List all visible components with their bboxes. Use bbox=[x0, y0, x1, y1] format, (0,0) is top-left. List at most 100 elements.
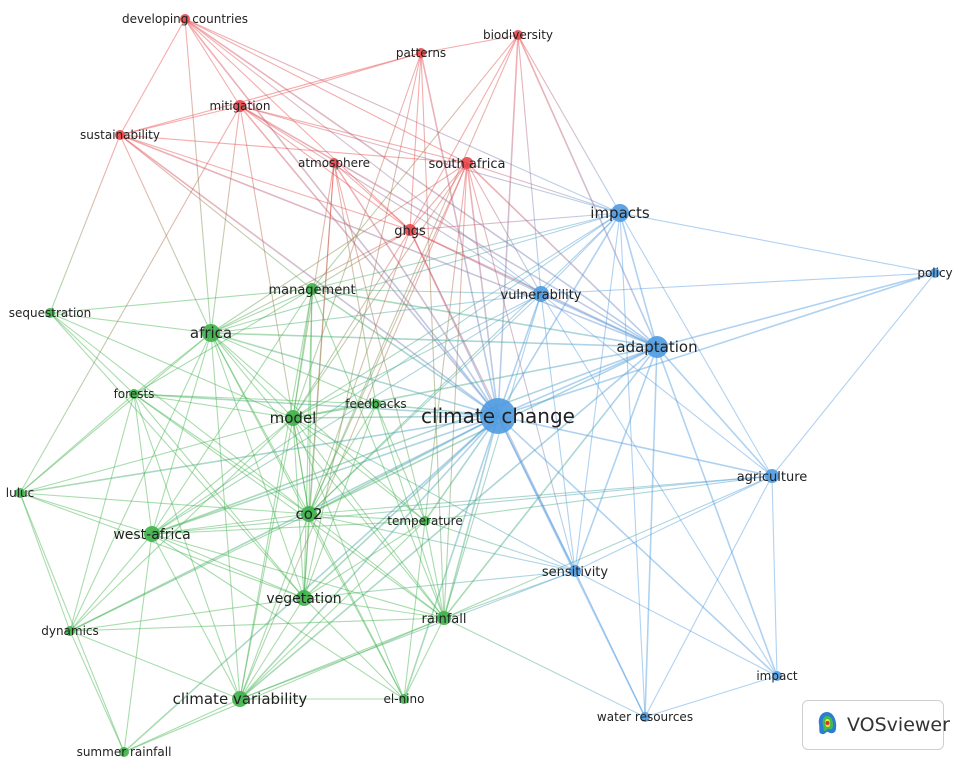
node-mitigation[interactable] bbox=[234, 100, 246, 112]
link-africa-co2 bbox=[210, 332, 310, 515]
link-ghgs-management bbox=[311, 229, 411, 290]
node-dynamics[interactable] bbox=[65, 626, 75, 636]
link-impacts-management bbox=[311, 212, 621, 290]
vosviewer-badge: VOSviewer bbox=[802, 700, 950, 750]
link-climate-change-dynamics bbox=[69, 415, 499, 632]
link-rainfall-water-resources bbox=[443, 617, 646, 718]
link-luluc-dynamics bbox=[19, 492, 71, 632]
link-co2-el-nino bbox=[308, 513, 405, 700]
link-management-model bbox=[292, 288, 313, 419]
node-label-feedbacks: feedbacks bbox=[345, 397, 406, 411]
link-sustainability-ghgs bbox=[119, 134, 411, 231]
link-climate-change-forests bbox=[133, 393, 499, 417]
node-el-nino[interactable] bbox=[399, 694, 409, 704]
link-mitigation-vulnerability bbox=[239, 105, 542, 295]
node-ghgs[interactable] bbox=[404, 224, 416, 236]
link-biodiversity-impacts bbox=[517, 34, 621, 214]
link-climate-change-el-nino bbox=[403, 415, 499, 700]
node-forests[interactable] bbox=[129, 389, 139, 399]
link-vulnerability-management bbox=[311, 288, 542, 295]
node-atmosphere[interactable] bbox=[329, 158, 339, 168]
link-south-africa-impacts bbox=[466, 162, 621, 214]
link-feedbacks-vegetation bbox=[303, 403, 377, 599]
link-co2-vegetation bbox=[303, 513, 310, 599]
node-management[interactable] bbox=[306, 283, 318, 295]
node-sustainability[interactable] bbox=[115, 130, 125, 140]
link-impacts-co2 bbox=[308, 212, 621, 515]
node-water-resources[interactable] bbox=[640, 712, 650, 722]
link-agriculture-impact bbox=[771, 475, 778, 677]
link-adaptation-climate-variability bbox=[239, 346, 658, 700]
node-label-vulnerability: vulnerability bbox=[501, 288, 582, 303]
node-climate-change[interactable] bbox=[480, 398, 516, 434]
node-label-atmosphere: atmosphere bbox=[298, 156, 370, 170]
link-policy-agriculture bbox=[771, 272, 936, 477]
node-vulnerability[interactable] bbox=[533, 286, 549, 302]
link-management-vegetation bbox=[303, 288, 313, 599]
link-vulnerability-model bbox=[292, 293, 542, 419]
link-forests-luluc bbox=[19, 393, 135, 494]
node-biodiversity[interactable] bbox=[513, 30, 523, 40]
link-temperature-vegetation bbox=[303, 520, 426, 599]
link-impacts-west-africa bbox=[151, 212, 621, 535]
link-patterns-climate-change bbox=[420, 52, 499, 417]
link-vulnerability-co2 bbox=[308, 293, 542, 515]
node-vegetation[interactable] bbox=[296, 590, 312, 606]
node-label-africa: africa bbox=[190, 324, 232, 342]
link-model-co2 bbox=[292, 417, 310, 515]
link-impacts-agriculture bbox=[619, 212, 773, 477]
link-sequestration-vegetation bbox=[49, 312, 305, 599]
node-impact[interactable] bbox=[772, 671, 782, 681]
link-forests-vegetation bbox=[133, 393, 305, 599]
node-developing-countries[interactable] bbox=[180, 14, 190, 24]
link-sensitivity-model bbox=[292, 417, 576, 572]
link-mitigation-sustainability bbox=[119, 105, 241, 136]
node-luluc[interactable] bbox=[15, 488, 25, 498]
link-vulnerability-africa bbox=[210, 293, 542, 334]
link-west-africa-climate-variability bbox=[151, 533, 241, 700]
link-forests-feedbacks bbox=[133, 393, 377, 405]
node-layer bbox=[15, 14, 940, 757]
link-south-africa-climate-change bbox=[466, 162, 499, 417]
node-sensitivity[interactable] bbox=[569, 565, 581, 577]
node-policy[interactable] bbox=[930, 268, 940, 278]
node-feedbacks[interactable] bbox=[371, 399, 381, 409]
node-label-summer-rainfall: summer rainfall bbox=[77, 745, 172, 759]
link-developing-countries-ghgs bbox=[184, 18, 411, 231]
node-agriculture[interactable] bbox=[765, 469, 779, 483]
node-label-dynamics: dynamics bbox=[41, 624, 99, 638]
node-sequestration[interactable] bbox=[45, 308, 55, 318]
link-management-climate-variability bbox=[239, 288, 313, 700]
link-biodiversity-vulnerability bbox=[517, 34, 542, 295]
link-climate-variability-summer-rainfall bbox=[123, 698, 241, 753]
node-label-ghgs: ghgs bbox=[394, 224, 426, 239]
link-rainfall-summer-rainfall bbox=[123, 617, 445, 753]
node-rainfall[interactable] bbox=[437, 611, 451, 625]
link-adaptation-model bbox=[292, 346, 658, 419]
node-climate-variability[interactable] bbox=[232, 691, 248, 707]
link-mitigation-climate-change bbox=[239, 105, 499, 417]
link-adaptation-agriculture bbox=[656, 346, 773, 477]
node-adaptation[interactable] bbox=[646, 336, 668, 358]
link-impacts-sensitivity bbox=[574, 212, 621, 572]
node-patterns[interactable] bbox=[416, 48, 426, 58]
node-label-rainfall: rainfall bbox=[422, 612, 467, 627]
node-south-africa[interactable] bbox=[461, 157, 473, 169]
link-west-africa-rainfall bbox=[151, 533, 445, 619]
node-africa[interactable] bbox=[202, 324, 220, 342]
link-forests-co2 bbox=[133, 393, 310, 515]
node-model[interactable] bbox=[285, 410, 301, 426]
link-climate-change-model bbox=[292, 415, 499, 419]
link-model-dynamics bbox=[69, 417, 294, 632]
node-west-africa[interactable] bbox=[144, 526, 160, 542]
link-west-africa-el-nino bbox=[151, 533, 405, 700]
link-co2-west-africa bbox=[151, 513, 310, 535]
link-impacts-policy bbox=[619, 212, 936, 274]
node-co2[interactable] bbox=[301, 506, 317, 522]
node-temperature[interactable] bbox=[420, 516, 430, 526]
link-agriculture-west-africa bbox=[151, 475, 773, 535]
link-vulnerability-agriculture bbox=[540, 293, 773, 477]
node-summer-rainfall[interactable] bbox=[119, 747, 129, 757]
node-impacts[interactable] bbox=[611, 204, 629, 222]
link-forests-dynamics bbox=[69, 393, 135, 632]
